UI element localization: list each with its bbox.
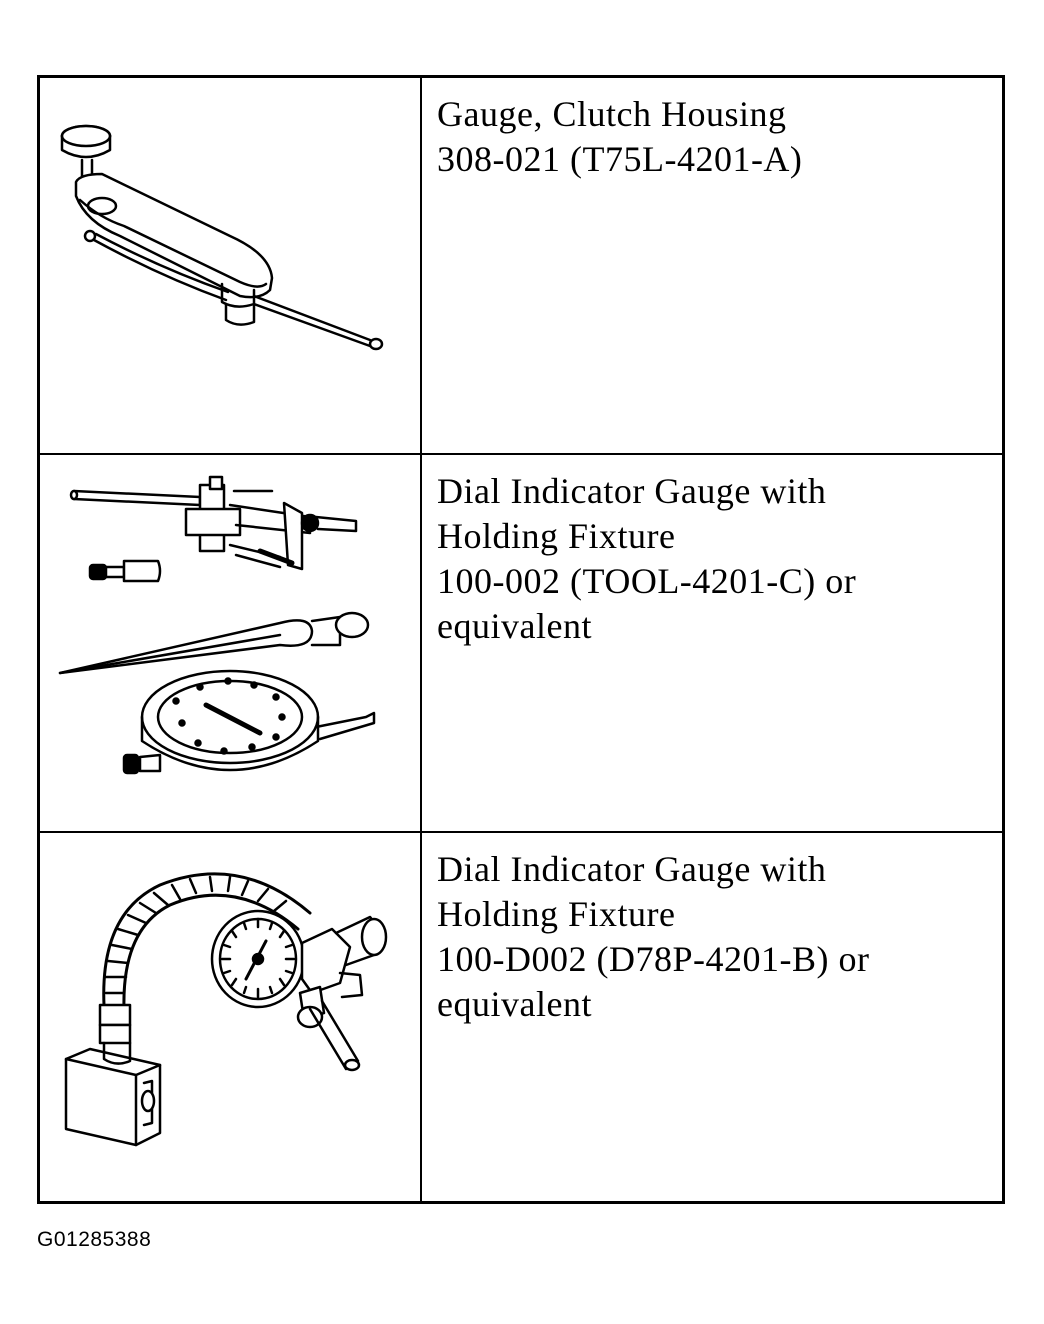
- tool-name-line: Holding Fixture: [437, 894, 676, 934]
- tool-equivalent-line: equivalent: [437, 984, 592, 1024]
- tool-description: Gauge, Clutch Housing 308-021 (T75L-4201…: [437, 92, 992, 182]
- tool-row-clutch-housing-gauge: Gauge, Clutch Housing 308-021 (T75L-4201…: [40, 78, 1002, 455]
- tool-name-line: Dial Indicator Gauge with: [437, 849, 827, 889]
- tool-number-line: 308-021 (T75L-4201-A): [437, 139, 803, 179]
- tool-description: Dial Indicator Gauge with Holding Fixtur…: [437, 847, 992, 1027]
- tool-description: Dial Indicator Gauge with Holding Fixtur…: [437, 469, 992, 649]
- tool-row-dial-indicator-kit: Dial Indicator Gauge with Holding Fixtur…: [40, 455, 1002, 833]
- tool-equivalent-line: equivalent: [437, 606, 592, 646]
- figure-id: G01285388: [37, 1228, 152, 1251]
- tool-name-line: Gauge, Clutch Housing: [437, 94, 787, 134]
- special-tools-table: Gauge, Clutch Housing 308-021 (T75L-4201…: [37, 75, 1005, 1204]
- tool-name-line: Dial Indicator Gauge with: [437, 471, 827, 511]
- tool-name-line: Holding Fixture: [437, 516, 676, 556]
- clutch-housing-gauge-icon: [60, 124, 384, 351]
- dial-indicator-kit-icon: [58, 475, 376, 775]
- tool-illustration-cell: [40, 455, 422, 831]
- magnetic-base-dial-indicator-icon: [64, 872, 388, 1147]
- tool-number-line: 100-002 (TOOL-4201-C) or: [437, 561, 857, 601]
- tool-illustration-cell: [40, 78, 422, 453]
- tool-illustration-cell: [40, 833, 422, 1201]
- tool-row-magnetic-base-indicator: Dial Indicator Gauge with Holding Fixtur…: [40, 833, 1002, 1201]
- tool-number-line: 100-D002 (D78P-4201-B) or: [437, 939, 870, 979]
